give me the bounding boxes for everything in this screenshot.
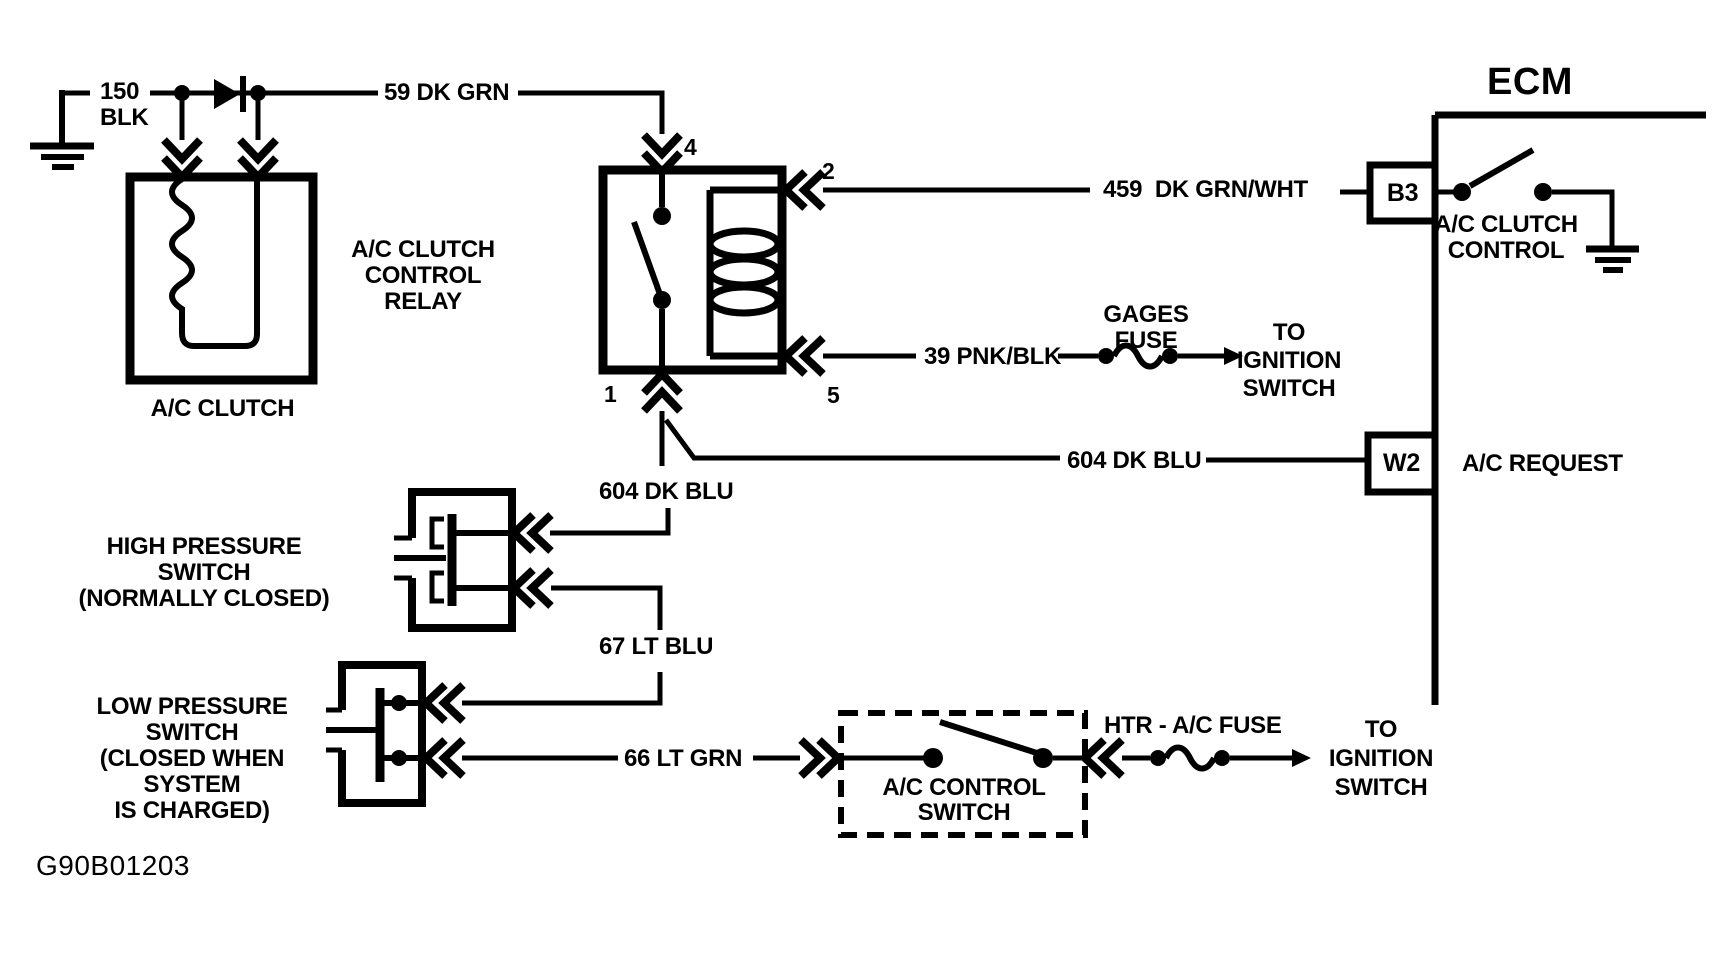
connector-chevron-icon (514, 570, 551, 606)
ecm-title: ECM (1487, 61, 1573, 103)
wire-label-59-dk-grn: 59 DK GRN (384, 79, 510, 106)
destination-line: TO (1272, 319, 1306, 346)
relay-terminal5-chevron-icon (786, 338, 823, 374)
switch-label-line: HIGH PRESSURE SWITCH (106, 533, 302, 586)
ecm-request-label: A/C REQUEST (1462, 450, 1623, 477)
relay-terminal1-chevron-icon (644, 374, 680, 411)
low-pressure-switch-label: LOW PRESSURE SWITCH (CLOSED WHEN SYSTEM … (58, 694, 326, 824)
wire-67 (551, 585, 663, 630)
ecm-clutch-control-line: CONTROL (1447, 237, 1565, 264)
switch-label-line: (NORMALLY CLOSED) (78, 585, 330, 612)
switch-label-line: (CLOSED WHEN SYSTEM (99, 745, 285, 798)
wire-label-67-lt-blu: 67 LT BLU (599, 633, 714, 660)
ac-clutch-box (125, 172, 318, 385)
ecm-clutch-control-switch (1435, 147, 1615, 246)
figure-id: G90B01203 (36, 850, 190, 881)
ac-clutch-label: A/C CLUTCH (150, 395, 295, 422)
connector-chevron-icon (1085, 740, 1122, 776)
destination-line: SWITCH (1334, 774, 1428, 801)
relay-name-line: CONTROL RELAY (364, 262, 482, 315)
ac-clutch-coil (169, 176, 260, 349)
ecm-clutch-control-line: A/C CLUTCH (1434, 211, 1578, 238)
destination-line: IGNITION (1236, 347, 1342, 374)
arrowhead-icon (1224, 347, 1243, 365)
connector-chevron-icon (514, 515, 551, 551)
arrowhead-icon (1292, 749, 1311, 767)
relay-box (598, 165, 787, 375)
ecm-pin-w2-label: W2 (1383, 449, 1420, 477)
wire-604-main (663, 418, 1060, 461)
junction-dot (250, 85, 266, 101)
wire-label-459-dk-grn-wht: 459 DK GRN/WHT (1103, 176, 1308, 203)
relay-name-label: A/C CLUTCH CONTROL RELAY (330, 237, 516, 315)
destination-line: IGNITION (1328, 745, 1434, 772)
htr-ac-fuse-label: HTR - A/C FUSE (1104, 712, 1282, 739)
ac-control-switch-box (838, 710, 1088, 838)
ecm-pin-b3-label: B3 (1386, 179, 1419, 207)
connector-chevron-icon (426, 740, 463, 776)
connector-chevron-icon (240, 140, 276, 177)
ecm-clutch-control-label: A/C CLUTCH CONTROL (1430, 212, 1582, 264)
wire-label-line: BLK (100, 104, 149, 131)
high-pressure-switch-label: HIGH PRESSURE SWITCH (NORMALLY CLOSED) (76, 534, 332, 612)
ac-control-switch-contacts (841, 719, 1083, 768)
diode-icon (214, 76, 246, 112)
low-pressure-switch-symbol (326, 661, 426, 807)
to-ignition-switch-label-top: TO IGNITION SWITCH (1230, 319, 1348, 403)
wire-label-39-pnk-blk: 39 PNK/BLK (924, 343, 1062, 370)
connector-chevron-icon (801, 740, 838, 776)
switch-label-line: LOW PRESSURE SWITCH (96, 693, 288, 746)
destination-line: TO (1364, 716, 1398, 743)
connector-chevron-icon (164, 140, 200, 177)
gages-fuse-icon (1098, 342, 1178, 370)
junction-dot (174, 85, 190, 101)
high-pressure-switch-symbol (394, 488, 516, 632)
htr-ac-fuse-icon (1150, 744, 1230, 772)
ground-icon-ecm (1586, 245, 1639, 273)
switch-label-line: A/C CONTROL (882, 774, 1046, 801)
ground-icon-left (30, 90, 94, 170)
relay-pin-1-label: 1 (604, 381, 617, 407)
wire-67 (462, 672, 663, 706)
relay-pin-2-label: 2 (822, 158, 835, 184)
relay-name-line: A/C CLUTCH (351, 236, 495, 263)
to-ignition-switch-label-bottom: TO IGNITION SWITCH (1322, 715, 1440, 802)
wire-label-604-dk-blu-main: 604 DK BLU (1067, 447, 1202, 474)
switch-label-line: IS CHARGED) (114, 797, 270, 824)
relay-terminal2-chevron-icon (786, 172, 823, 208)
connector-chevron-icon (426, 685, 463, 721)
wire-label-604-dk-blu-branch: 604 DK BLU (599, 478, 734, 505)
wire-604-branch (550, 508, 671, 536)
destination-line: SWITCH (1242, 375, 1336, 402)
relay-coil (706, 186, 782, 360)
wire-label-66-lt-grn: 66 LT GRN (624, 745, 743, 772)
gages-fuse-label: GAGES FUSE (1103, 301, 1189, 354)
relay-pin-4-label: 4 (684, 134, 697, 160)
relay-switch-contacts (631, 172, 671, 370)
switch-label-line: SWITCH (917, 799, 1011, 826)
wire-label-150-blk: 150 BLK (100, 78, 149, 131)
ac-control-switch-label: A/C CONTROL SWITCH (878, 775, 1050, 825)
wire-label-line: 150 (100, 78, 140, 105)
relay-pin-5-label: 5 (827, 382, 840, 408)
